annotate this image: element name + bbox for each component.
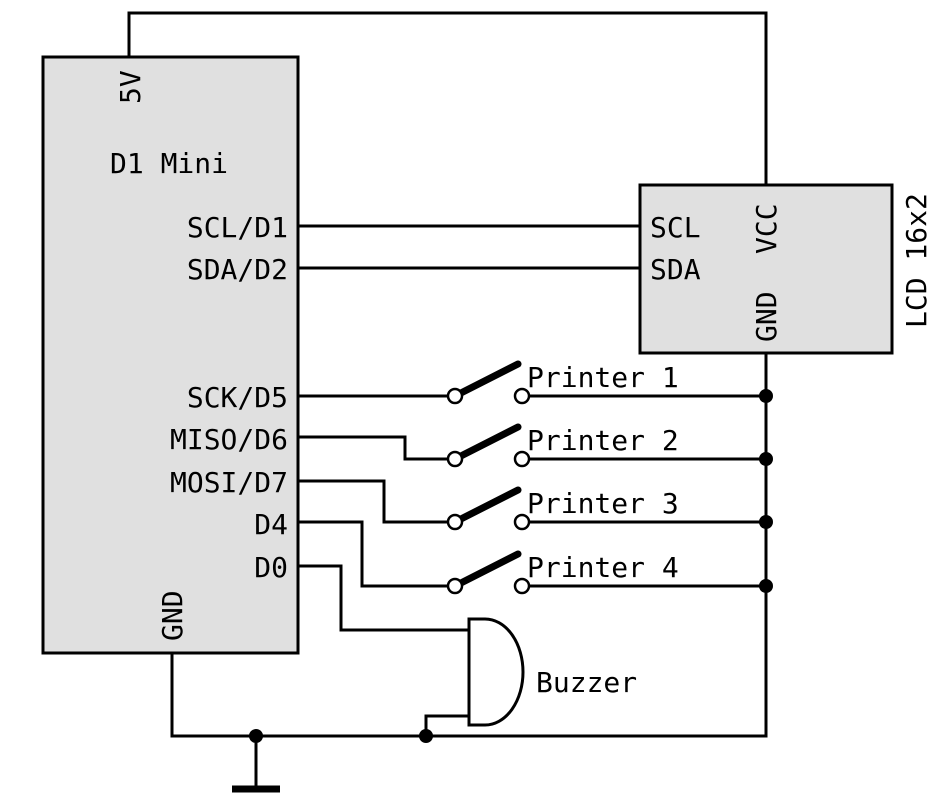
pin-mosi-label: MOSI/D7	[170, 466, 288, 499]
wire-d0-buzzer	[298, 564, 469, 632]
wire-d6-switch2	[298, 435, 450, 461]
switch4-terminal-right	[513, 577, 531, 595]
switch2-terminal-left	[446, 450, 464, 468]
board-title: D1 Mini	[110, 147, 228, 180]
pin-sda-label: SDA/D2	[187, 253, 288, 286]
switch1-label: Printer 1	[527, 361, 679, 394]
switch3-terminal-right	[513, 513, 531, 531]
lcd-pin-scl-label: SCL	[650, 211, 701, 244]
wire-gnd-bus-right	[170, 353, 768, 738]
pin-gnd-label: GND	[156, 590, 189, 641]
switch1-lever	[451, 360, 522, 400]
pin-d0-label: D0	[254, 551, 288, 584]
wire-buzzer-gnd	[424, 714, 469, 736]
junction-dot	[759, 579, 773, 593]
switch2-label: Printer 2	[527, 424, 679, 457]
buzzer-label: Buzzer	[536, 666, 637, 699]
pin-5v-label: 5V	[114, 70, 147, 104]
lcd-pin-gnd-label: GND	[750, 291, 783, 342]
switch4-label: Printer 4	[527, 551, 679, 584]
lcd-title: LCD 16x2	[900, 193, 933, 328]
d1-mini-board	[41, 55, 300, 655]
junction-dot	[759, 452, 773, 466]
wire-5v-to-vcc	[127, 11, 768, 185]
junction-dot	[759, 389, 773, 403]
wire-d7-switch3	[298, 479, 450, 524]
junction-dot	[249, 729, 263, 743]
switch4-terminal-left	[446, 577, 464, 595]
switch1-terminal-right	[513, 387, 531, 405]
lcd-pin-vcc-label: VCC	[750, 203, 783, 254]
lcd-module	[638, 183, 894, 355]
junction-dot	[419, 729, 433, 743]
switch2-lever	[451, 423, 522, 463]
pin-sck-label: SCK/D5	[187, 381, 288, 414]
lcd-pin-sda-label: SDA	[650, 253, 701, 286]
pin-scl-label: SCL/D1	[187, 211, 288, 244]
switch2-terminal-right	[513, 450, 531, 468]
pin-miso-label: MISO/D6	[170, 423, 288, 456]
switch3-terminal-left	[446, 513, 464, 531]
switch1-terminal-left	[446, 387, 464, 405]
junction-dot	[759, 515, 773, 529]
switch4-lever	[451, 550, 522, 590]
wire-d4-switch4	[298, 520, 450, 588]
switch3-lever	[451, 486, 522, 526]
buzzer-symbol	[467, 617, 525, 727]
switch3-label: Printer 3	[527, 487, 679, 520]
pin-d4-label: D4	[254, 508, 288, 541]
